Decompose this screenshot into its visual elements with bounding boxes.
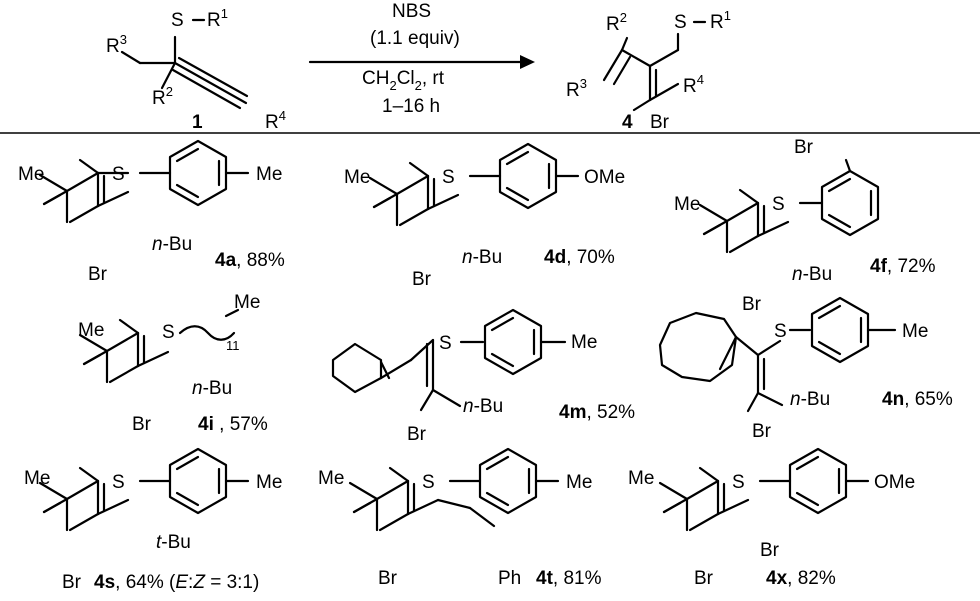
compound-4m: S Me n-Bu Br 4m, 52% — [331, 308, 635, 445]
s-label: S — [732, 472, 745, 493]
br-label: Br — [378, 568, 398, 589]
br-label: Br — [760, 540, 780, 561]
compound-label: 4a, 88% — [215, 250, 285, 271]
reaction-arrow — [308, 55, 535, 69]
reactant-1: S R1 R3 R2 R4 1 — [106, 6, 286, 133]
product-r1: R1 — [710, 8, 731, 33]
br-label: Br — [752, 421, 772, 442]
product-label: 4 — [622, 112, 633, 133]
me-label: Me — [24, 468, 50, 489]
compound-4d: Me S OMe n-Bu Br 4d, 70% — [344, 142, 625, 290]
me-label: Me — [674, 194, 700, 215]
me-label: Me — [571, 332, 597, 353]
product-r4: R4 — [683, 72, 704, 97]
me-label: Me — [628, 468, 654, 489]
me-label: Me — [78, 320, 104, 341]
s-label: S — [439, 333, 452, 354]
compound-4s: Me S Me t-Bu Br 4s, 64% (E:Z = 3:1) — [24, 447, 282, 593]
t-bu-label: t-Bu — [156, 532, 191, 553]
me-label: Me — [18, 164, 44, 185]
ome-label: OMe — [874, 472, 915, 493]
n-bu-label: n-Bu — [462, 247, 502, 268]
s-label: S — [772, 194, 785, 215]
compound-4n: S Me n-Bu Br 4n, 65% — [658, 296, 953, 442]
compound-4t: Me S Me Ph Br 4t, 81% — [318, 447, 602, 589]
s-label: S — [774, 321, 787, 342]
br-label: Br — [62, 572, 82, 593]
s-label: S — [112, 472, 125, 493]
me-label: Me — [256, 164, 282, 185]
br-label: Br — [88, 264, 108, 285]
s-label: S — [442, 167, 455, 188]
product-s: S — [674, 12, 687, 33]
me-label: Me — [902, 321, 928, 342]
n-bu-label: n-Bu — [463, 396, 503, 417]
compound-4f: Me S Br n-Bu Br 4f, 72% — [674, 137, 936, 315]
br-label: Br — [132, 414, 152, 435]
compound-label: 4s, 64% (E:Z = 3:1) — [94, 572, 259, 593]
reactant-r4: R4 — [265, 108, 286, 133]
reactant-label: 1 — [192, 112, 203, 133]
ph-label: Ph — [498, 568, 521, 589]
me-label: Me — [256, 472, 282, 493]
reactant-s: S — [171, 10, 184, 31]
n-bu-label: n-Bu — [792, 264, 832, 285]
s-label: S — [162, 322, 175, 343]
product-4: R2 S R1 R3 R4 4 Br — [566, 8, 731, 133]
compound-label: 4m, 52% — [559, 402, 635, 423]
n-bu-label: n-Bu — [192, 378, 232, 399]
reaction-conditions: NBS (1.1 equiv) CH2Cl2, rt 1–16 h — [362, 1, 460, 117]
reactant-r1: R1 — [207, 6, 228, 31]
compound-label: 4t, 81% — [536, 568, 602, 589]
br-label: Br — [742, 294, 762, 315]
compound-4i: Me S Me 11 n-Bu Br 4i , 57% — [78, 292, 268, 435]
me-label: Me — [566, 472, 592, 493]
compound-4a: Me S Me n-Bu Br 4a, 88% — [18, 139, 285, 285]
reagent-nbs: NBS — [392, 1, 431, 22]
br-label: Br — [794, 137, 814, 158]
compound-label: 4f, 72% — [870, 256, 936, 277]
compound-4x: Me S OMe Br Br 4x, 82% — [628, 447, 915, 589]
compound-label: 4i , 57% — [198, 414, 268, 435]
me-label: Me — [344, 167, 370, 188]
compound-label: 4n, 65% — [882, 389, 953, 410]
br-label: Br — [407, 424, 427, 445]
reagent-equiv: (1.1 equiv) — [370, 28, 460, 49]
product-r3: R3 — [566, 76, 587, 101]
ome-label: OMe — [584, 167, 625, 188]
chain-n-label: 11 — [226, 338, 240, 353]
product-r2: R2 — [606, 10, 627, 35]
s-label: S — [112, 164, 125, 185]
me-label: Me — [318, 468, 344, 489]
chain-me-label: Me — [234, 292, 260, 313]
reaction-time: 1–16 h — [382, 96, 440, 117]
compound-label: 4x, 82% — [766, 568, 836, 589]
compound-label: 4d, 70% — [544, 247, 615, 268]
s-label: S — [422, 472, 435, 493]
reactant-r3: R3 — [106, 32, 127, 57]
product-br: Br — [650, 112, 670, 133]
n-bu-label: n-Bu — [152, 234, 192, 255]
br-label: Br — [412, 269, 432, 290]
reactant-r2: R2 — [152, 84, 173, 109]
solvent: CH2Cl2, rt — [362, 68, 445, 93]
n-bu-label: n-Bu — [790, 389, 830, 410]
br-label: Br — [694, 568, 714, 589]
